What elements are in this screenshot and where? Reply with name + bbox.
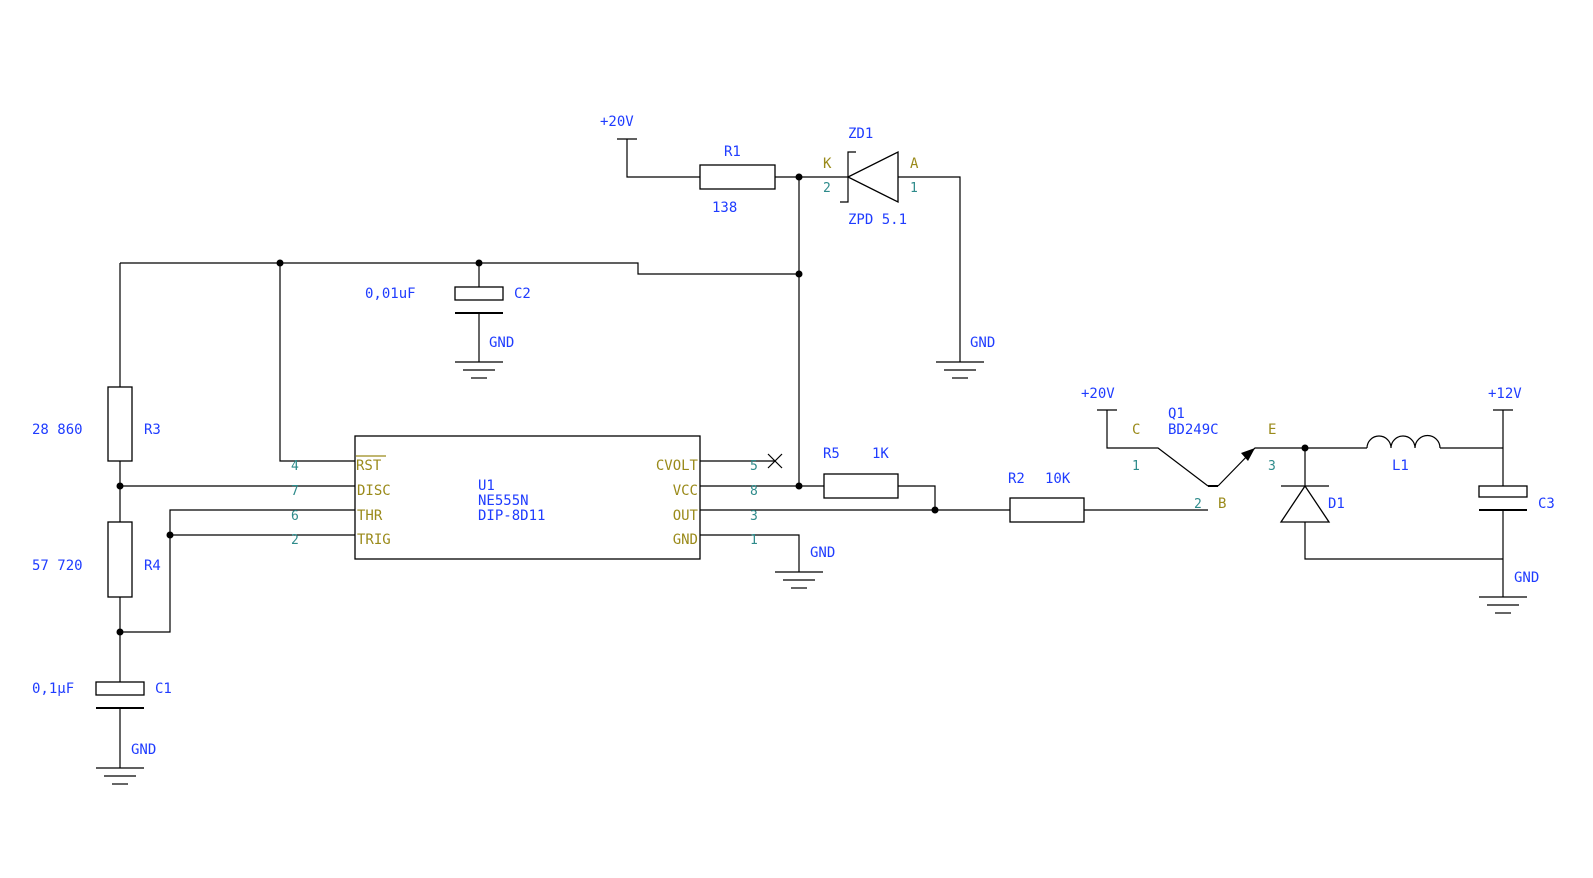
r4-value: 57 720 (32, 558, 83, 574)
junction-dots (116, 173, 1309, 636)
zd1-pin-k-num: 2 (823, 181, 831, 196)
u1-pin-cvolt-num: 5 (750, 459, 758, 474)
r3-value: 28 860 (32, 422, 83, 438)
resistor-r5: R5 1K (823, 446, 899, 499)
u1-pin-trig-num: 2 (291, 533, 299, 548)
u1-pin-vcc-num: 8 (750, 484, 758, 499)
q1-pin-e-num: 3 (1268, 459, 1276, 474)
ground-u1: GND (775, 545, 835, 589)
u1-pin-rst-name: RST (356, 458, 382, 474)
r4-ref: R4 (144, 558, 161, 574)
u1-pin-vcc-name: VCC (673, 483, 698, 499)
u1-pin-out-num: 3 (750, 509, 758, 524)
c2-value: 0,01uF (365, 286, 416, 302)
u1-pin-gnd-name: GND (673, 532, 698, 548)
r1-value: 138 (712, 200, 737, 216)
ground-c2-label: GND (489, 335, 514, 351)
ground-c3: GND (1479, 570, 1539, 614)
zd1-pin-a-num: 1 (910, 181, 918, 196)
ground-c1-label: GND (131, 742, 156, 758)
supply-20v-collector: +20V (1081, 386, 1117, 411)
zd1-pin-k: K (823, 156, 832, 172)
diode-d1: D1 (1279, 484, 1345, 523)
q1-pin-b-num: 2 (1194, 497, 1202, 512)
resistor-r2: R2 10K (1008, 471, 1085, 523)
q1-pin-c-num: 1 (1132, 459, 1140, 474)
u1-package: DIP-8D11 (478, 508, 545, 524)
u1-pin-thr-num: 6 (291, 509, 299, 524)
c1-value: 0,1µF (32, 681, 74, 697)
wires (119, 139, 1504, 768)
c1-ref: C1 (155, 681, 172, 697)
capacitor-c3: C3 (1478, 485, 1555, 512)
zd1-ref: ZD1 (848, 126, 873, 142)
zener-zd1: ZD1 ZPD 5.1 K A 2 1 (823, 126, 919, 228)
r1-ref: R1 (724, 144, 741, 160)
q1-pin-c: C (1132, 422, 1140, 438)
u1-pin-disc-name: DISC (357, 483, 391, 499)
resistor-r3: 28 860 R3 (32, 386, 161, 462)
ic-u1-ne555: U1 NE555N DIP-8D11 RST DISC THR TRIG CVO… (291, 435, 783, 560)
supply-20v-top-label: +20V (600, 114, 634, 130)
resistor-r1: R1 138 (699, 144, 776, 216)
transistor-q1: Q1 BD249C C E B 1 3 2 (1132, 406, 1276, 512)
u1-ref: U1 (478, 478, 495, 494)
q1-part: BD249C (1168, 422, 1219, 438)
r2-value: 10K (1045, 471, 1071, 487)
r2-ref: R2 (1008, 471, 1025, 487)
zd1-pin-a: A (910, 156, 919, 172)
u1-pin-rst-num: 4 (291, 459, 299, 474)
ground-u1-label: GND (810, 545, 835, 561)
c3-ref: C3 (1538, 496, 1555, 512)
no-connect-icon (767, 453, 783, 469)
q1-ref: Q1 (1168, 406, 1185, 422)
resistor-r4: 57 720 R4 (32, 521, 161, 598)
u1-pin-out-name: OUT (673, 508, 699, 524)
d1-ref: D1 (1328, 496, 1345, 512)
supply-12v-label: +12V (1488, 386, 1522, 402)
ground-zd1-label: GND (970, 335, 995, 351)
r5-ref: R5 (823, 446, 840, 462)
supply-20v-collector-label: +20V (1081, 386, 1115, 402)
c2-ref: C2 (514, 286, 531, 302)
u1-part: NE555N (478, 493, 529, 509)
u1-pin-cvolt-name: CVOLT (656, 458, 699, 474)
r5-value: 1K (872, 446, 889, 462)
ground-c1: GND (96, 742, 156, 785)
ground-zd1: GND (936, 335, 995, 379)
supply-12v: +12V (1488, 386, 1522, 411)
q1-pin-e: E (1268, 422, 1276, 438)
zd1-value: ZPD 5.1 (848, 212, 907, 228)
q1-pin-b: B (1218, 496, 1226, 512)
ground-c3-label: GND (1514, 570, 1539, 586)
u1-pin-disc-num: 7 (291, 484, 299, 499)
r3-ref: R3 (144, 422, 161, 438)
supply-20v-top: +20V (600, 114, 637, 140)
ground-c2: GND (455, 335, 514, 379)
inductor-l1: L1 (1366, 434, 1441, 474)
l1-ref: L1 (1392, 458, 1409, 474)
capacitor-c2: 0,01uF C2 (365, 286, 531, 314)
u1-pin-trig-name: TRIG (357, 532, 391, 548)
capacitor-c1: 0,1µF C1 (32, 681, 172, 709)
u1-pin-gnd-num: 1 (750, 533, 758, 548)
u1-pin-thr-name: THR (357, 508, 383, 524)
